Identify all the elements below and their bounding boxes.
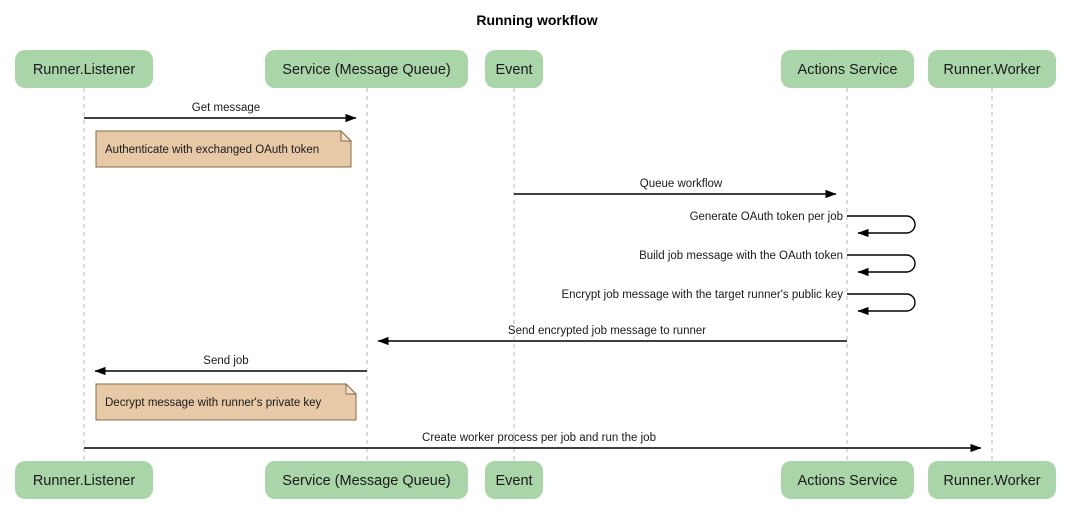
participant-box-shape bbox=[265, 461, 468, 499]
participant-label: Runner.Worker bbox=[943, 473, 1040, 489]
participant-label: Service (Message Queue) bbox=[282, 473, 450, 489]
participant-label: Runner.Listener bbox=[33, 62, 136, 78]
participant-footer-actions-service[interactable]: Actions Service bbox=[781, 461, 914, 499]
participant-label: Runner.Listener bbox=[33, 473, 136, 489]
note-decrypt-message-with-runners-private-key[interactable]: Decrypt message with runner's private ke… bbox=[95, 382, 358, 421]
participant-footer-runner-listener[interactable]: Runner.Listener bbox=[15, 461, 153, 499]
participant-header-runner-listener[interactable]: Runner.Listener bbox=[15, 50, 153, 88]
participant-box-shape bbox=[485, 50, 543, 88]
message-self-loop-path bbox=[847, 293, 916, 316]
participant-label: Event bbox=[495, 62, 532, 78]
page-title: Running workflow bbox=[476, 12, 597, 28]
participant-header-runner-worker[interactable]: Runner.Worker bbox=[928, 50, 1056, 88]
message-build-job-message-with-the-oauth-token[interactable]: Build job message with the OAuth token bbox=[639, 250, 916, 277]
message-label: Queue workflow bbox=[640, 178, 723, 190]
participant-header-actions-service[interactable]: Actions Service bbox=[781, 50, 914, 88]
message-send-job[interactable]: Send job bbox=[94, 355, 367, 376]
message-label: Get message bbox=[192, 102, 260, 114]
footer-participants-layer: Runner.Listener Service (Message Queue) Ev… bbox=[15, 461, 1056, 499]
participant-label: Service (Message Queue) bbox=[282, 62, 450, 78]
message-label: Build job message with the OAuth token bbox=[639, 250, 843, 262]
message-label: Send encrypted job message to runner bbox=[508, 325, 706, 337]
participant-footer-event[interactable]: Event bbox=[485, 461, 543, 499]
message-label: Send job bbox=[203, 355, 248, 367]
participant-box-shape bbox=[485, 461, 543, 499]
message-send-encrypted-job-message-to-runner[interactable]: Send encrypted job message to runner bbox=[377, 325, 847, 346]
notes-layer: Authenticate with exchanged OAuth tokenD… bbox=[95, 129, 358, 421]
participant-box-shape bbox=[928, 461, 1056, 499]
participant-header-service-message-queue[interactable]: Service (Message Queue) bbox=[265, 50, 468, 88]
message-label: Create worker process per job and run th… bbox=[422, 432, 656, 444]
message-encrypt-job-message-with-the-target-runners-public-key[interactable]: Encrypt job message with the target runn… bbox=[561, 289, 916, 316]
participant-footer-service-message-queue[interactable]: Service (Message Queue) bbox=[265, 461, 468, 499]
participant-footer-runner-worker[interactable]: Runner.Worker bbox=[928, 461, 1056, 499]
participant-box-shape bbox=[15, 461, 153, 499]
participant-label: Event bbox=[495, 473, 532, 489]
participant-box-shape bbox=[928, 50, 1056, 88]
message-self-loop-path bbox=[847, 254, 916, 277]
message-self-loop-path bbox=[847, 215, 916, 238]
note-authenticate-with-exchanged-oauth-token[interactable]: Authenticate with exchanged OAuth token bbox=[95, 129, 353, 168]
participant-header-event[interactable]: Event bbox=[485, 50, 543, 88]
message-label: Encrypt job message with the target runn… bbox=[561, 289, 843, 301]
participant-box-shape bbox=[265, 50, 468, 88]
participant-box-shape bbox=[781, 50, 914, 88]
participant-label: Actions Service bbox=[798, 62, 898, 78]
header-participants-layer: Runner.Listener Service (Message Queue) Ev… bbox=[15, 50, 1056, 88]
message-generate-oauth-token-per-job[interactable]: Generate OAuth token per job bbox=[690, 211, 916, 238]
message-create-worker-process-per-job-and-run-the-job[interactable]: Create worker process per job and run th… bbox=[84, 432, 982, 453]
note-folded-corner-icon bbox=[340, 129, 353, 142]
note-label: Authenticate with exchanged OAuth token bbox=[105, 144, 319, 156]
note-folded-corner-icon bbox=[345, 382, 358, 395]
participant-box-shape bbox=[781, 461, 914, 499]
message-queue-workflow[interactable]: Queue workflow bbox=[514, 178, 837, 199]
participant-label: Actions Service bbox=[798, 473, 898, 489]
lifelines-layer bbox=[83, 88, 993, 461]
message-label: Generate OAuth token per job bbox=[690, 211, 843, 223]
note-body-shape bbox=[95, 130, 352, 168]
note-body-shape bbox=[95, 383, 357, 421]
participant-label: Runner.Worker bbox=[943, 62, 1040, 78]
message-get-message[interactable]: Get message bbox=[84, 102, 357, 123]
participant-box-shape bbox=[15, 50, 153, 88]
note-label: Decrypt message with runner's private ke… bbox=[105, 397, 322, 409]
